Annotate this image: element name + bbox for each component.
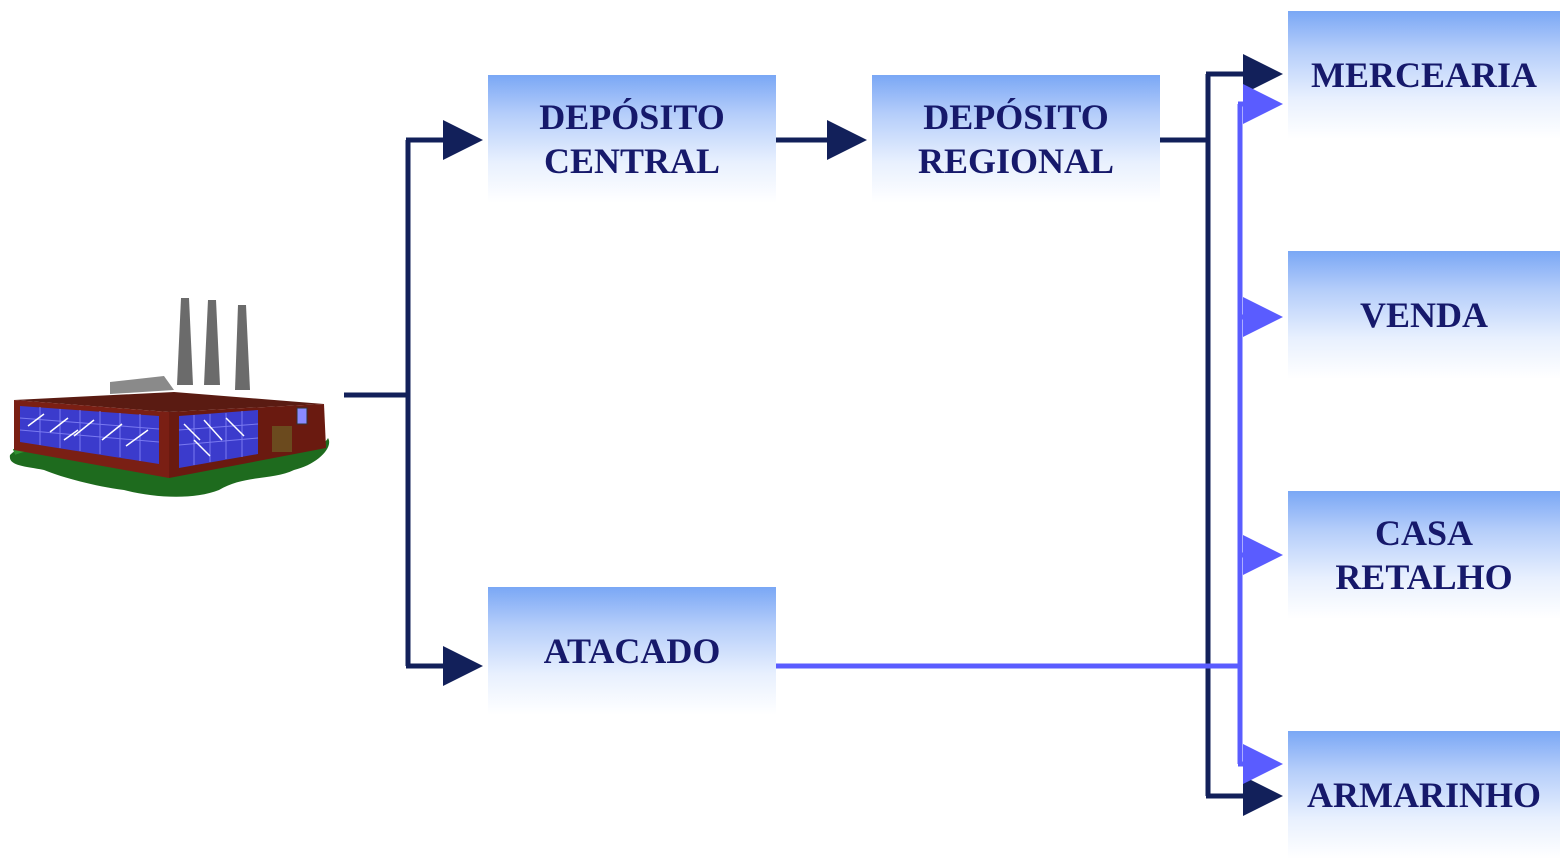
node-label-line: DEPÓSITO <box>923 97 1109 137</box>
node-label-line: ARMARINHO <box>1307 775 1541 815</box>
node-label-line: MERCEARIA <box>1310 55 1537 95</box>
node-label-line: DEPÓSITO <box>539 97 725 137</box>
node-atacado: ATACADO <box>488 587 776 715</box>
node-venda: VENDA <box>1288 251 1560 379</box>
factory-icon <box>9 298 330 497</box>
node-label-line: ATACADO <box>543 631 721 671</box>
node-armarinho: ARMARINHO <box>1288 731 1560 859</box>
node-mercearia: MERCEARIA <box>1288 11 1560 139</box>
node-label-line: CASA <box>1374 513 1473 553</box>
node-deposito-central: DEPÓSITO CENTRAL <box>488 75 776 203</box>
node-casa-retalho: CASA RETALHO <box>1288 491 1560 619</box>
node-label-line: RETALHO <box>1335 557 1513 597</box>
node-deposito-regional: DEPÓSITO REGIONAL <box>872 75 1160 203</box>
node-label-line: VENDA <box>1359 295 1488 335</box>
node-label-line: REGIONAL <box>917 141 1115 181</box>
node-label-line: CENTRAL <box>543 141 721 181</box>
